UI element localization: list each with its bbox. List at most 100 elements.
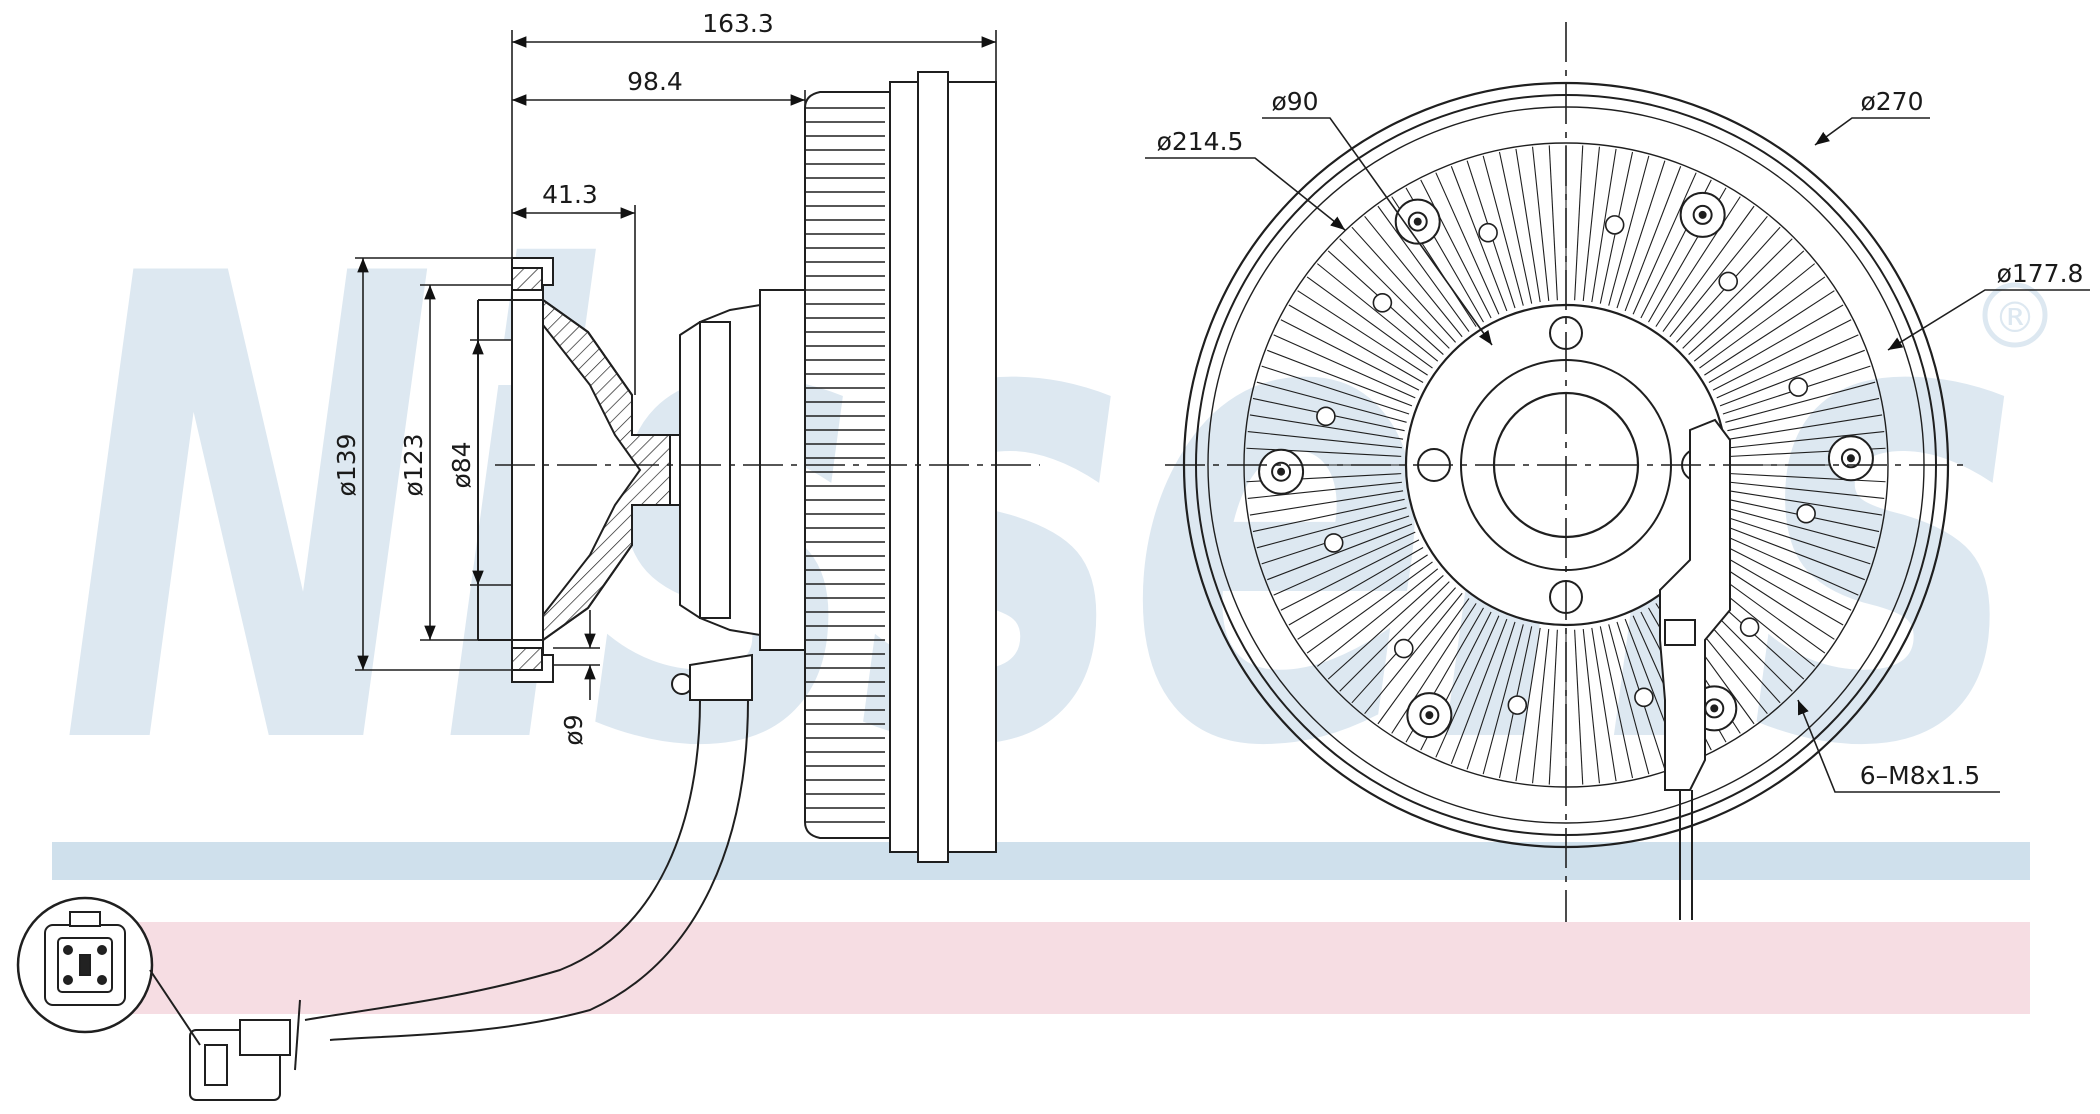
radial-fin xyxy=(1730,431,1885,449)
radial-fin xyxy=(1256,381,1407,423)
radial-fin xyxy=(1682,238,1793,349)
radial-fin xyxy=(1339,238,1450,349)
radial-fin xyxy=(1693,263,1816,362)
radial-fin xyxy=(1582,146,1600,301)
radial-fin xyxy=(1591,148,1617,303)
radial-fin xyxy=(1306,276,1433,369)
side-view xyxy=(16,71,1040,1101)
mount-center xyxy=(1277,467,1286,476)
balance-hole xyxy=(1718,271,1739,292)
radial-fin xyxy=(1608,155,1650,306)
mount-center xyxy=(1846,454,1855,463)
dim-dia-9: ø9 xyxy=(559,714,588,745)
balance-hole xyxy=(1478,222,1498,243)
dim-mid-length: 98.4 xyxy=(627,67,683,96)
radial-fin xyxy=(1364,215,1463,338)
radial-fin xyxy=(1420,179,1492,319)
radial-fin xyxy=(1599,626,1634,779)
radial-fin xyxy=(1267,349,1413,407)
radial-fin xyxy=(1582,629,1600,784)
radial-fin xyxy=(1435,615,1500,758)
dim-dia-139: ø139 xyxy=(332,433,361,496)
dim-thread: 6–M8x1.5 xyxy=(1860,761,1980,790)
balance-hole xyxy=(1507,695,1528,715)
radial-fin xyxy=(1247,481,1402,499)
radial-fin xyxy=(1574,629,1584,785)
dim-flange-length: 41.3 xyxy=(542,180,598,209)
mount-center xyxy=(1710,704,1719,713)
radial-fin xyxy=(1655,196,1741,327)
dim-dia-84: ø84 xyxy=(447,441,476,488)
registered-mark: ® xyxy=(1994,293,2036,342)
radial-fin xyxy=(1273,334,1416,399)
radial-fin xyxy=(1591,627,1617,782)
radial-fin xyxy=(1725,507,1876,549)
front-view xyxy=(1165,22,1970,922)
dim-dia-90: ø90 xyxy=(1271,87,1318,116)
radial-fin xyxy=(1252,498,1405,533)
radial-fin xyxy=(1669,215,1768,338)
radial-fin xyxy=(1246,447,1402,457)
radial-fin xyxy=(1280,539,1420,611)
balance-hole xyxy=(1604,215,1625,235)
radial-fin xyxy=(1297,290,1428,376)
balance-hole xyxy=(1323,533,1344,553)
radial-fin xyxy=(1288,547,1424,626)
radial-fin xyxy=(1704,290,1835,376)
radial-fin xyxy=(1725,381,1876,423)
radial-fin xyxy=(1632,172,1697,315)
radial-fin xyxy=(1339,581,1450,692)
radial-fin xyxy=(1273,531,1416,596)
radial-fin xyxy=(1288,304,1424,383)
radial-fin xyxy=(1624,166,1682,312)
radial-fin xyxy=(1716,334,1859,399)
radial-fin xyxy=(1351,226,1457,343)
radial-fin xyxy=(1256,507,1407,549)
balance-hole xyxy=(1372,292,1393,313)
fin-outline-top xyxy=(804,91,890,109)
dim-dia-177-8: ø177.8 xyxy=(1997,259,2084,288)
radial-fin xyxy=(1297,554,1428,640)
radial-fin xyxy=(1727,397,1880,432)
radial-fin xyxy=(1688,250,1805,356)
dimension-labels: 163.3 98.4 41.3 ø139 ø123 ø84 ø9 ø90 ø21… xyxy=(332,9,2083,790)
balance-hole xyxy=(1796,503,1816,524)
radial-fin xyxy=(1699,276,1826,369)
radial-fin xyxy=(1708,547,1844,626)
radial-fin xyxy=(1261,365,1410,415)
radial-fin xyxy=(1450,618,1508,764)
radial-fin xyxy=(1249,414,1404,440)
fin-outline-bottom xyxy=(804,821,890,839)
radial-fin xyxy=(1377,205,1470,332)
radial-fin xyxy=(1249,490,1404,516)
radial-fin xyxy=(1316,568,1439,667)
balance-hole xyxy=(1316,406,1336,427)
mount-center xyxy=(1425,711,1434,720)
balance-hole xyxy=(1393,638,1414,659)
radial-fin xyxy=(1532,146,1550,301)
radial-fin xyxy=(1716,531,1859,596)
radial-fin xyxy=(1316,263,1439,362)
radial-fin xyxy=(1498,151,1533,304)
radial-fin xyxy=(1450,166,1508,312)
radial-fin xyxy=(1662,205,1755,332)
dim-overall-length: 163.3 xyxy=(702,9,774,38)
radial-fin xyxy=(1364,592,1463,715)
balance-hole xyxy=(1634,687,1654,708)
dim-dia-270: ø270 xyxy=(1860,87,1923,116)
side-view-dimensions xyxy=(355,30,997,700)
radial-fin xyxy=(1515,148,1541,303)
radial-fin xyxy=(1327,574,1444,680)
dim-dia-123: ø123 xyxy=(399,433,428,496)
mount-center xyxy=(1413,217,1422,226)
balance-hole xyxy=(1739,617,1760,638)
radial-fin xyxy=(1482,624,1524,775)
radial-fin xyxy=(1247,431,1402,449)
blue-band xyxy=(52,842,2030,880)
registered-mark-ring xyxy=(1982,282,2048,348)
radial-fin xyxy=(1466,621,1516,770)
dim-dia-214-5: ø214.5 xyxy=(1157,127,1244,156)
balance-hole xyxy=(1788,377,1809,397)
